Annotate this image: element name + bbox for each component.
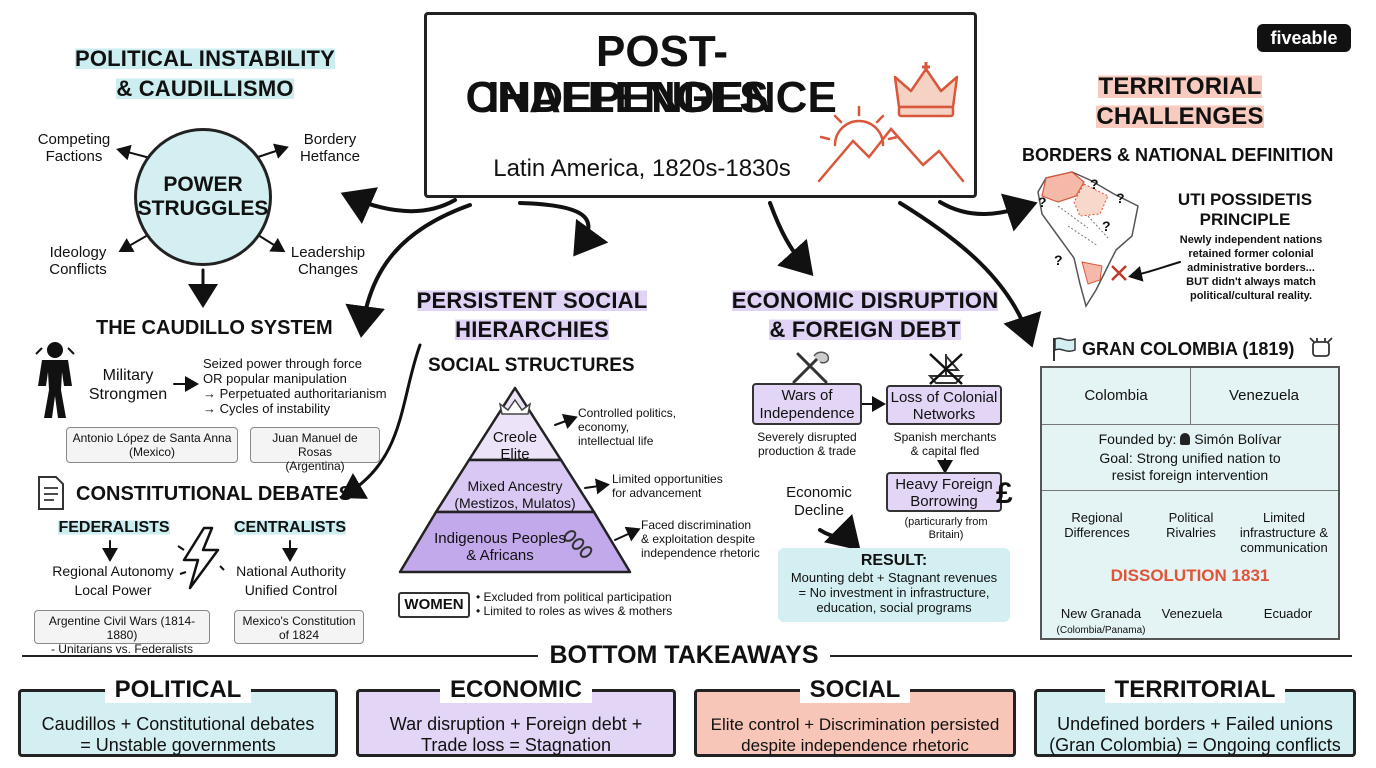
page-title-line1: POST-INDEPENDENCE [487,27,837,122]
social-pyramid [398,386,632,574]
example-rosas: Juan Manuel de Rosas(Argentina) [250,427,380,473]
economic-heading: ECONOMIC DISRUPTION & FOREIGN DEBT [731,288,999,342]
takeaways-divider-right [830,655,1352,657]
chain-icon [563,530,593,558]
document-icon [38,476,64,510]
strongman-icon [35,342,75,418]
lightning-icon [177,526,225,590]
page-subtitle: Latin America, 1820s-1830s [493,155,791,182]
broken-link-icon [1309,337,1333,357]
tier-indigenous-label: Indigenous Peoples& Africans [434,530,566,564]
arrow-to-gran-colombia [898,201,1042,348]
gc-successor-venezuela: Venezuela [1161,606,1223,621]
gc-dissolution: DISSOLUTION 1831 [1110,566,1270,585]
south-america-map [1037,171,1139,308]
pyramid-tier-bottom [398,510,632,574]
pound-icon: £ [996,477,1013,510]
gc-successor-new-granada: New Granada(Colombia/Panama) [1056,606,1146,636]
gran-colombia-box: Colombia Venezuela Founded by: Simón Bol… [1040,366,1340,640]
women-notes: • Excluded from political participation•… [476,590,673,618]
territorial-subheading: BORDERS & NATIONAL DEFINITION [1022,145,1334,165]
caudillo-effects: Seized power through force OR popular ma… [203,356,387,416]
tier-indigenous-note: Faced discrimination& exploitation despi… [641,518,760,560]
takeaway-political: POLITICAL Caudillos + Constitutional deb… [18,676,338,757]
takeaway-social: SOCIAL Elite control + Discrimination pe… [694,676,1016,757]
small-crown-icon [498,398,532,415]
caudillo-heading: THE CAUDILLO SYSTEM [96,317,333,339]
takeaways-heading: BOTTOM TAKEAWAYS [549,641,819,669]
example-santa-anna: Antonio López de Santa Anna(Mexico) [66,427,238,463]
arrow-to-economic [768,201,814,276]
social-subheading: SOCIAL STRUCTURES [428,355,635,376]
mountain-sun-icon [817,105,965,183]
map-mark-1: ? [1090,176,1099,192]
title-box: POST-INDEPENDENCE CHALLENGES Latin Ameri… [424,12,977,198]
tier-creole-note: Controlled politics,economy,intellectual… [578,406,677,448]
map-mark-5: ? [1054,252,1063,268]
map-mark-2: ? [1116,190,1125,206]
gc-founded: Founded by: Simón Bolívar [1098,431,1282,447]
takeaway-territorial: TERRITORIAL Undefined borders + Failed u… [1034,676,1356,757]
arrow-to-caudillo [345,203,472,338]
arrow-to-territorial [938,193,1038,232]
arrow-decline [818,513,861,551]
territorial-heading: TERRITORIAL CHALLENGES [1096,73,1264,130]
map-mark-4: ? [1102,218,1111,234]
broken-ship-icon [927,353,965,385]
centralists-label: CENTRALISTS [234,519,346,536]
women-label: WOMEN [398,592,470,618]
result-box: RESULT: Mounting debt + Stagnant revenue… [778,548,1010,622]
takeaway-economic: ECONOMIC War disruption + Foreign debt +… [356,676,676,757]
uti-text: Newly independent nations retained forme… [1179,234,1323,302]
gc-successor-ecuador: Ecuador [1263,606,1313,621]
gc-cell-venezuela: Venezuela [1190,368,1338,425]
federalists-label: FEDERALISTS [58,519,170,536]
gc-divider [1042,490,1338,491]
gran-colombia-title: GRAN COLOMBIA (1819) [1082,339,1295,359]
example-argentine-civil-wars: Argentine Civil Wars (1814-1880)- Unitar… [34,610,210,656]
tier-mixed-label: Mixed Ancestry(Mestizos, Mulatos) [454,478,576,511]
arrow-to-political [340,187,457,224]
political-heading: POLITICAL INSTABILITY & CAUDILLISMO [74,46,336,101]
arrow-to-constitutional [339,343,422,499]
crown-icon [893,62,959,118]
flag-icon [1053,337,1076,361]
crossed-swords-icon [792,351,830,384]
social-heading: PERSISTENT SOCIAL HIERARCHIES [416,288,648,342]
page-title-line2: CHALLENGES [465,73,769,122]
brand-badge: fiveable [1257,24,1351,52]
bolivar-portrait-icon [1180,433,1191,445]
arrow-to-social [518,201,609,257]
takeaways-divider-left [22,655,538,657]
map-mark-3: ? [1038,194,1047,210]
constitutional-heading: CONSTITUTIONAL DEBATES [76,483,352,505]
gc-cell-colombia: Colombia [1042,368,1191,425]
loss-note: Spanish merchants& capital fled [893,430,997,458]
